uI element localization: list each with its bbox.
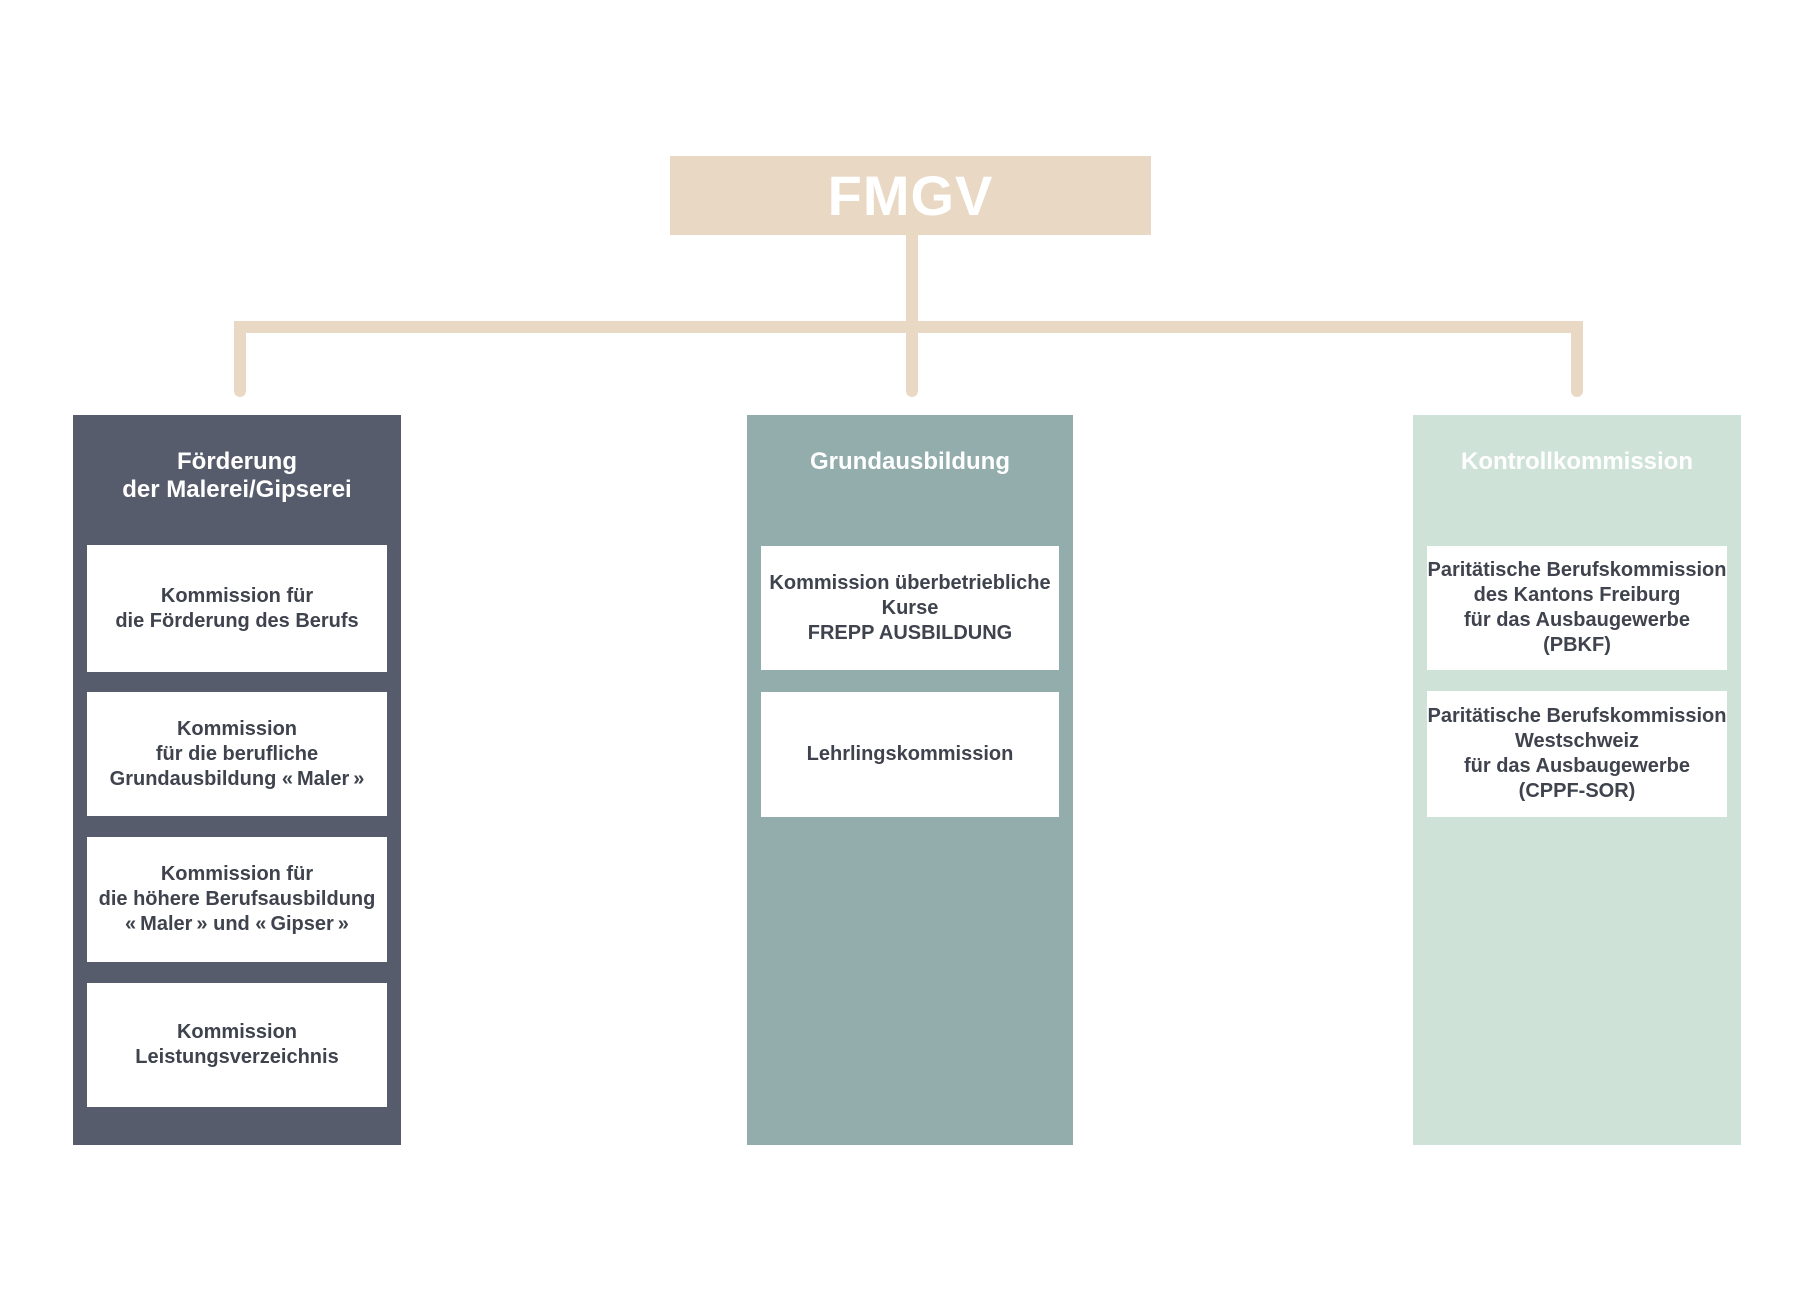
connector-stub-right — [1571, 321, 1583, 397]
column-kontrollkommission: Kontrollkommission Paritätische Berufsko… — [1413, 415, 1741, 1145]
box-kommission-leistungsverzeichnis: Kommission Leistungsverzeichnis — [87, 983, 387, 1107]
fmgv-root-box: FMGV — [670, 156, 1151, 235]
column-header-foerderung: Förderung der Malerei/Gipserei — [122, 448, 352, 503]
fmgv-root-label: FMGV — [827, 164, 994, 227]
box-lehrlingskommission: Lehrlingskommission — [761, 692, 1059, 817]
column-grundausbildung: Grundausbildung Kommission überbetriebli… — [747, 415, 1073, 1145]
column-foerderung: Förderung der Malerei/Gipserei Kommissio… — [73, 415, 401, 1145]
box-paritaetische-berufskommission-pbkf: Paritätische Berufskommission des Kanton… — [1427, 546, 1727, 670]
box-paritaetische-berufskommission-cppf-sor: Paritätische Berufskommission Westschwei… — [1427, 691, 1727, 817]
box-kommission-berufliche-grundausbildung-maler: Kommission für die berufliche Grundausbi… — [87, 692, 387, 816]
connector-stub-left — [234, 321, 246, 397]
box-kommission-foerderung-des-berufs: Kommission für die Förderung des Berufs — [87, 545, 387, 672]
connector-horizontal-line — [234, 321, 1583, 333]
box-kommission-ueberbetriebliche-kurse: Kommission überbetriebliche Kurse FREPP … — [761, 546, 1059, 670]
column-header-grundausbildung: Grundausbildung — [810, 448, 1010, 475]
box-kommission-hoehere-berufsausbildung: Kommission für die höhere Berufsausbildu… — [87, 837, 387, 962]
connector-vertical-line — [906, 235, 918, 397]
column-header-kontrollkommission: Kontrollkommission — [1460, 448, 1694, 475]
